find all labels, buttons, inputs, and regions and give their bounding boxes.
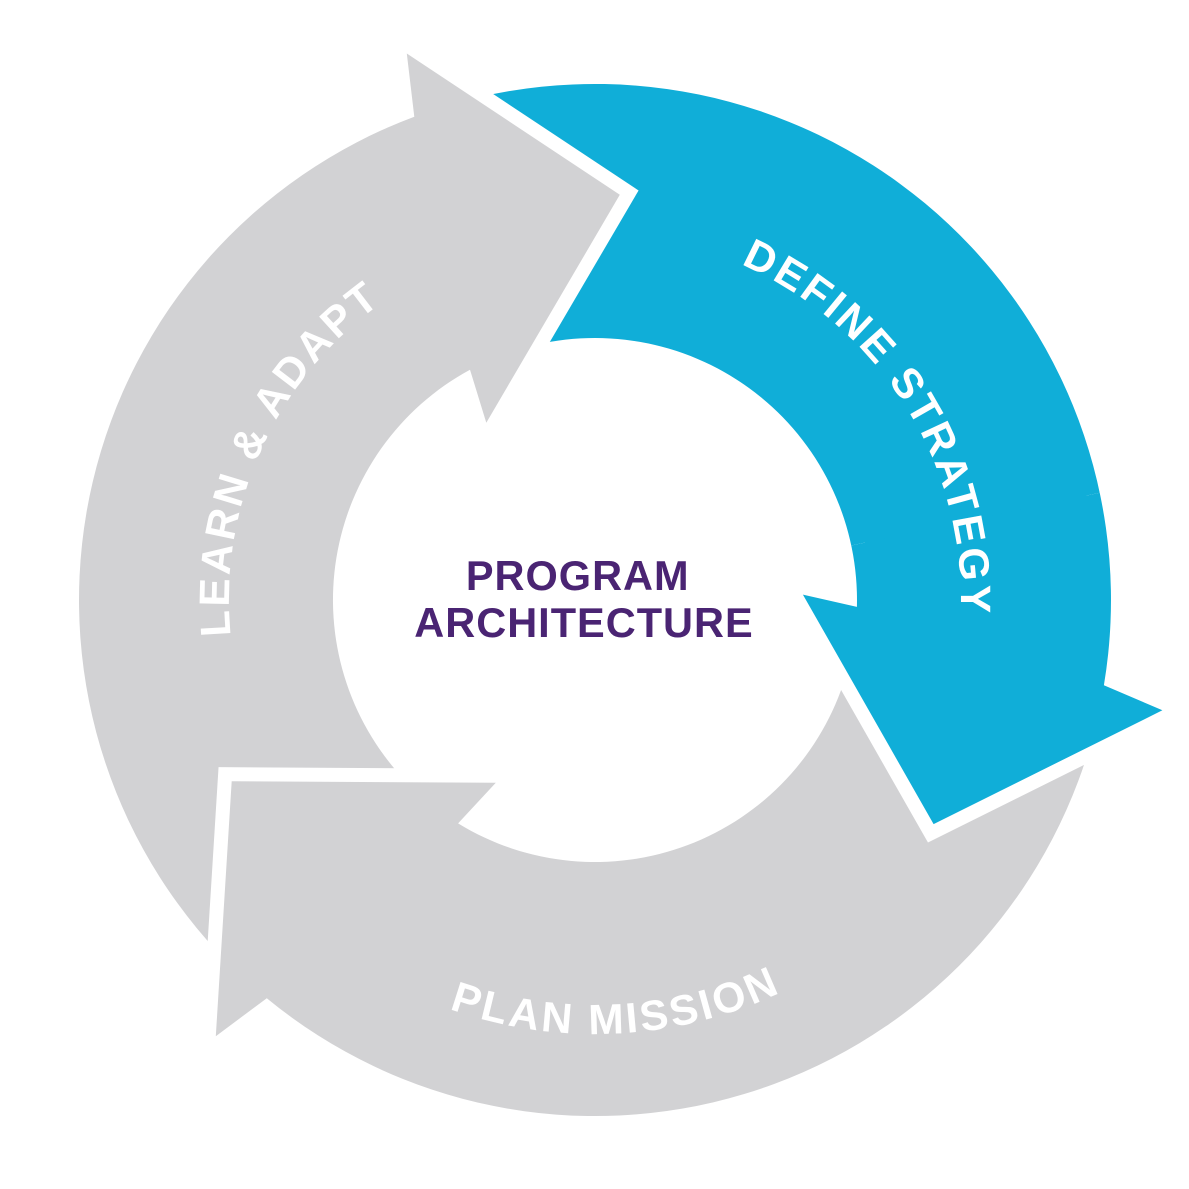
center-title: PROGRAM ARCHITECTURE bbox=[414, 552, 753, 646]
center-title-line2: ARCHITECTURE bbox=[414, 599, 753, 646]
segment-plan-mission-arrow bbox=[199, 646, 1110, 1131]
center-title-line1: PROGRAM bbox=[466, 552, 690, 599]
segment-learn-adapt-arrow bbox=[65, 25, 639, 981]
